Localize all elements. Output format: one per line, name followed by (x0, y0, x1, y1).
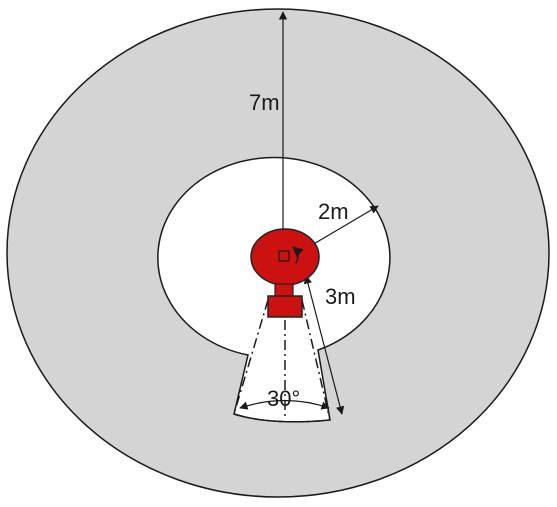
device-base (267, 295, 303, 318)
rotation-icon (292, 246, 304, 264)
device-neck (274, 283, 294, 298)
device (250, 228, 320, 318)
blind-zone-length-arrow (303, 275, 345, 415)
inner-radius-label: 2m (318, 199, 349, 224)
device-head (250, 228, 320, 286)
blind-zone-angle-label: 30° (267, 386, 300, 411)
sensor-icon (278, 250, 290, 262)
blind-zone-length-label: 3m (325, 284, 356, 309)
outer-radius-label: 7m (249, 90, 280, 115)
blind-zone-angle-arc (239, 399, 330, 410)
